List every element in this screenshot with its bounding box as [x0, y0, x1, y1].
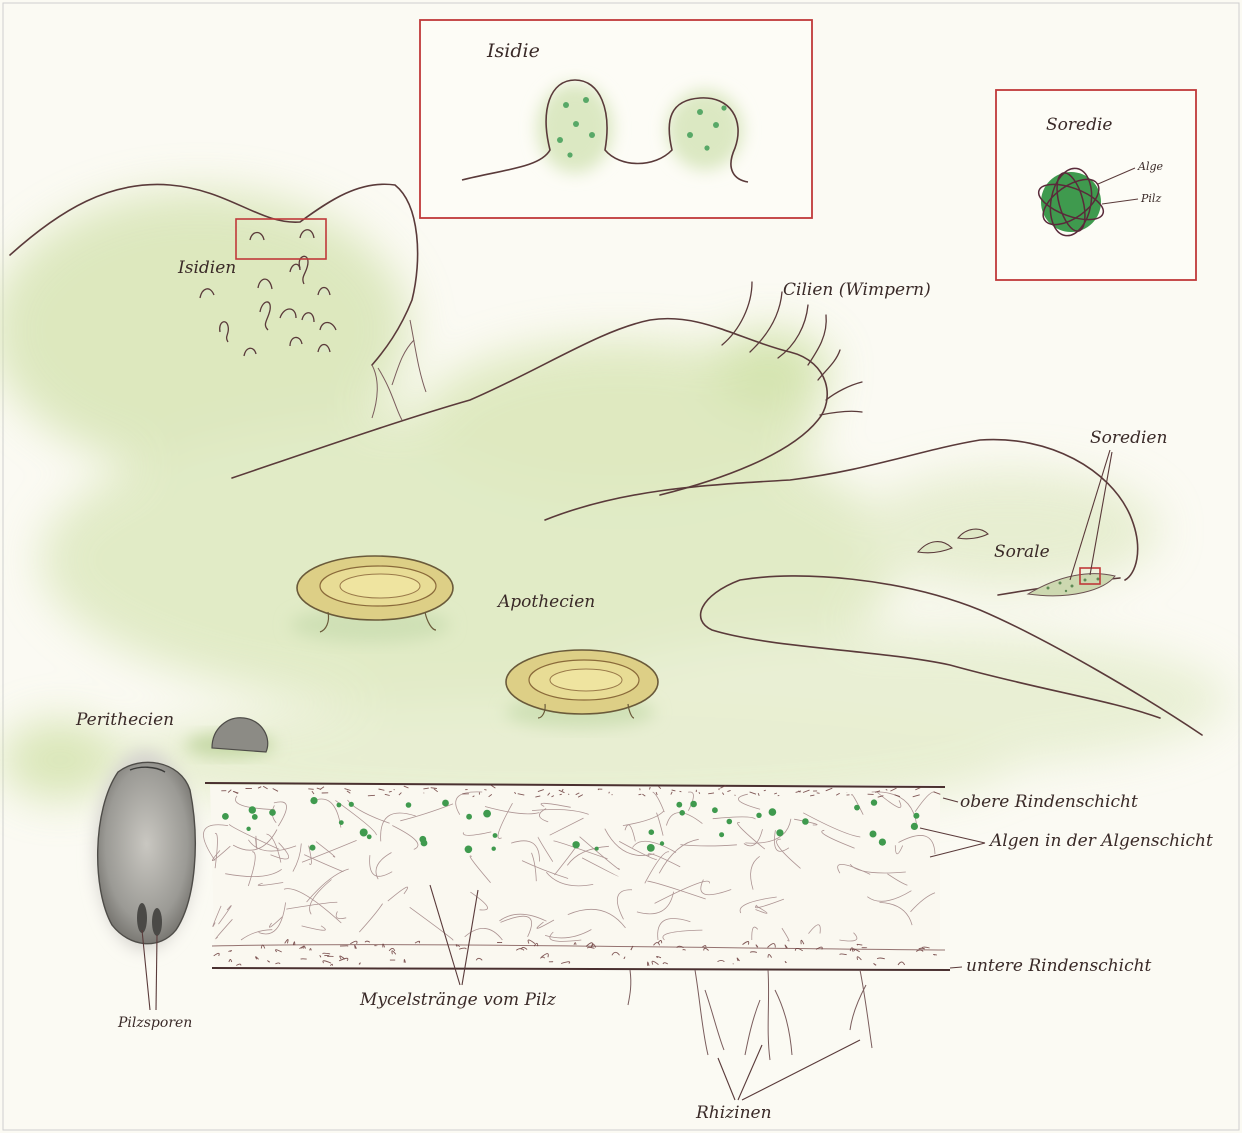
alga-cell: [406, 802, 412, 808]
alga-cell: [442, 800, 449, 807]
alga-cell: [222, 813, 229, 820]
cortex-stroke: [308, 789, 313, 790]
apothecium-2: [505, 650, 658, 728]
alga-cell: [310, 845, 316, 851]
alga-cell: [647, 844, 655, 852]
label-algen-in-der-algenschicht: Algen in der Algenschicht: [990, 831, 1213, 851]
alga-cell: [913, 813, 919, 819]
apothecium-1: [290, 556, 453, 643]
cortex-stroke: [560, 794, 562, 795]
label-apothecien: Apothecien: [498, 592, 595, 612]
isidie-inset-frame: [420, 20, 812, 218]
alga-cell: [246, 827, 250, 831]
label-mycelstraenge: Mycelstränge vom Pilz: [360, 990, 556, 1010]
alga-cell: [572, 841, 579, 848]
alga-cell: [252, 814, 258, 820]
label-untere-rindenschicht: untere Rindenschicht: [966, 956, 1151, 976]
alga-cell: [679, 810, 685, 816]
label-cilien: Cilien (Wimpern): [783, 280, 931, 300]
lower-rhizines: [628, 970, 872, 1060]
label-pilzsporen: Pilzsporen: [118, 1015, 192, 1031]
alga-cell: [349, 802, 354, 807]
label-isidie: Isidie: [487, 40, 540, 62]
alga-cell: [727, 819, 733, 825]
alga-cell: [712, 807, 718, 813]
alga-cell: [769, 808, 777, 816]
alga-cell: [870, 831, 877, 838]
label-soredien: Soredien: [1090, 428, 1167, 448]
isidie-inset: [420, 20, 812, 218]
spore-1: [137, 903, 147, 933]
label-alge: Alge: [1138, 160, 1163, 173]
alga-cell: [879, 839, 886, 846]
alga-cell: [660, 841, 664, 845]
lower-cortex-line: [212, 968, 950, 970]
alga-cell: [871, 799, 877, 805]
alga-cell: [269, 809, 276, 816]
label-rhizinen: Rhizinen: [696, 1103, 772, 1123]
alga-cell: [360, 829, 368, 837]
cortex-stroke: [368, 795, 375, 796]
label-pilz: Pilz: [1141, 192, 1161, 205]
alga-cell: [492, 847, 496, 851]
alga-cell: [367, 834, 372, 839]
rhizinen-pointers: [718, 1040, 860, 1100]
cortex-stroke: [934, 954, 937, 955]
cortex-stroke: [764, 790, 766, 791]
alga-cell: [310, 797, 317, 804]
alga-cell: [649, 829, 655, 835]
cortex-stroke: [639, 794, 642, 795]
alga-cell: [421, 840, 428, 847]
cortex-stroke: [484, 790, 486, 791]
alga-cell: [690, 801, 697, 808]
alga-cell: [802, 818, 809, 825]
alga-cell: [337, 803, 342, 808]
alga-cell: [854, 805, 860, 811]
alga-cell: [595, 847, 599, 851]
label-soredie: Soredie: [1046, 115, 1112, 135]
label-isidien: Isidien: [178, 258, 236, 278]
alga-cell: [466, 814, 472, 820]
alga-cell: [719, 832, 724, 837]
spore-2: [152, 908, 162, 936]
cortex-stroke: [683, 950, 686, 951]
label-obere-rindenschicht: obere Rindenschicht: [960, 792, 1138, 812]
alga-cell: [911, 823, 918, 830]
alga-cell: [339, 820, 344, 825]
cortex-stroke: [612, 794, 613, 795]
soredie-alga-cluster: [1041, 172, 1101, 232]
cortex-stroke: [817, 793, 820, 794]
alga-cell: [249, 806, 256, 813]
label-sorale: Sorale: [994, 542, 1050, 562]
cortex-stroke: [609, 792, 610, 794]
alga-cell: [756, 813, 761, 818]
alga-cell: [776, 829, 783, 836]
alga-cell: [493, 833, 498, 838]
cortex-stroke: [680, 791, 682, 792]
label-perithecien: Perithecien: [76, 710, 174, 730]
alga-cell: [483, 810, 491, 818]
alga-cell: [465, 846, 473, 854]
perithecium-large: [95, 750, 195, 950]
thallus-cross-section: [203, 783, 950, 970]
alga-cell: [676, 802, 682, 808]
